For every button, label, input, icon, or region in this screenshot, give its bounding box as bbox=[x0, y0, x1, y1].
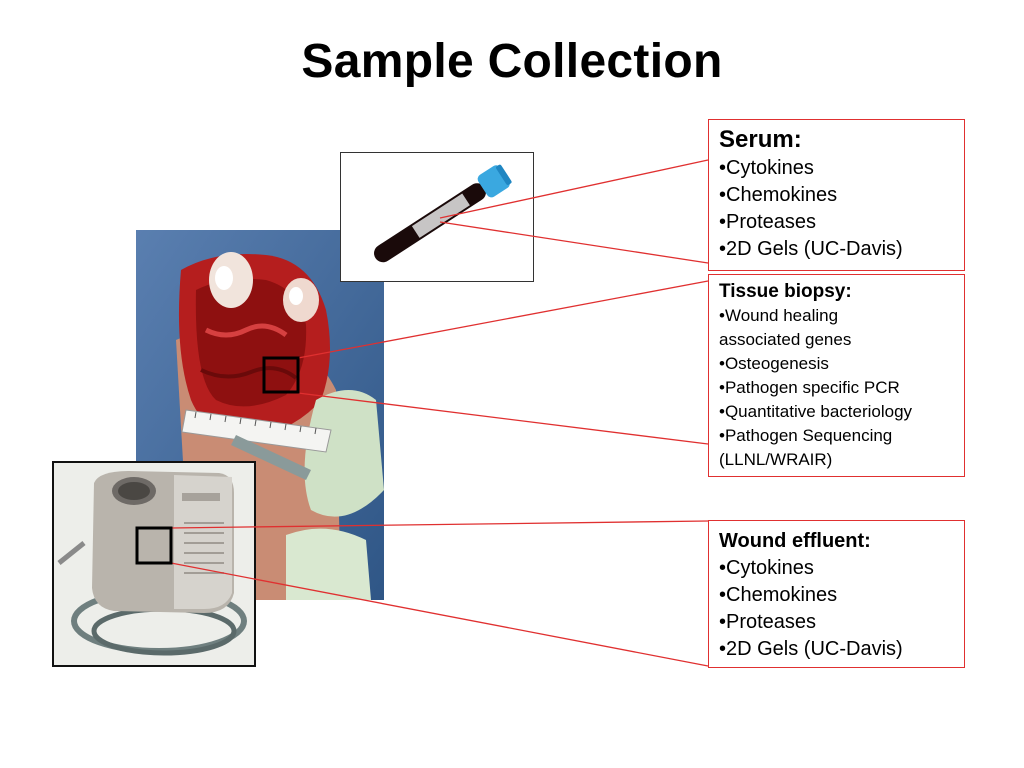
serum-connector-upper bbox=[439, 159, 709, 219]
serum-item: •Chemokines bbox=[719, 184, 838, 206]
tissue-marker-box bbox=[262, 356, 300, 394]
serum-connector-lower bbox=[439, 221, 709, 264]
effluent-heading: Wound effluent: bbox=[719, 530, 871, 552]
tissue-item: (LLNL/WRAIR) bbox=[719, 450, 833, 469]
serum-heading: Serum: bbox=[719, 126, 802, 153]
slide-title: Sample Collection bbox=[301, 35, 723, 88]
blood-tube-photo bbox=[340, 152, 534, 282]
tissue-connector-upper bbox=[297, 280, 709, 359]
tissue-item: •Pathogen specific PCR bbox=[719, 378, 900, 397]
tissue-item: •Wound healing bbox=[719, 306, 839, 325]
tissue-heading: Tissue biopsy: bbox=[719, 281, 852, 302]
wound-device-photo bbox=[52, 461, 256, 667]
serum-item: •2D Gels (UC-Davis) bbox=[719, 238, 903, 260]
tissue-item: associated genes bbox=[719, 330, 852, 349]
tissue-item: •Quantitative bacteriology bbox=[719, 402, 913, 421]
effluent-connector-upper bbox=[170, 520, 709, 529]
effluent-item: •2D Gels (UC-Davis) bbox=[719, 638, 903, 660]
serum-item: •Cytokines bbox=[719, 157, 814, 179]
effluent-item: •Proteases bbox=[719, 611, 817, 633]
serum-item: •Proteases bbox=[719, 211, 817, 233]
tissue-item: •Pathogen Sequencing bbox=[719, 426, 893, 445]
effluent-connector-lower bbox=[170, 562, 709, 667]
wound-photo bbox=[136, 230, 384, 600]
effluent-item: •Chemokines bbox=[719, 584, 838, 606]
tissue-biopsy-panel: Tissue biopsy: •Wound healing associated… bbox=[708, 274, 965, 477]
tissue-connector-lower bbox=[297, 392, 709, 445]
wound-effluent-panel: Wound effluent: •Cytokines •Chemokines •… bbox=[708, 520, 965, 668]
tissue-item: •Osteogenesis bbox=[719, 354, 829, 373]
effluent-item: •Cytokines bbox=[719, 557, 814, 579]
serum-panel: Serum: •Cytokines •Chemokines •Proteases… bbox=[708, 119, 965, 271]
effluent-marker-box bbox=[135, 526, 173, 565]
